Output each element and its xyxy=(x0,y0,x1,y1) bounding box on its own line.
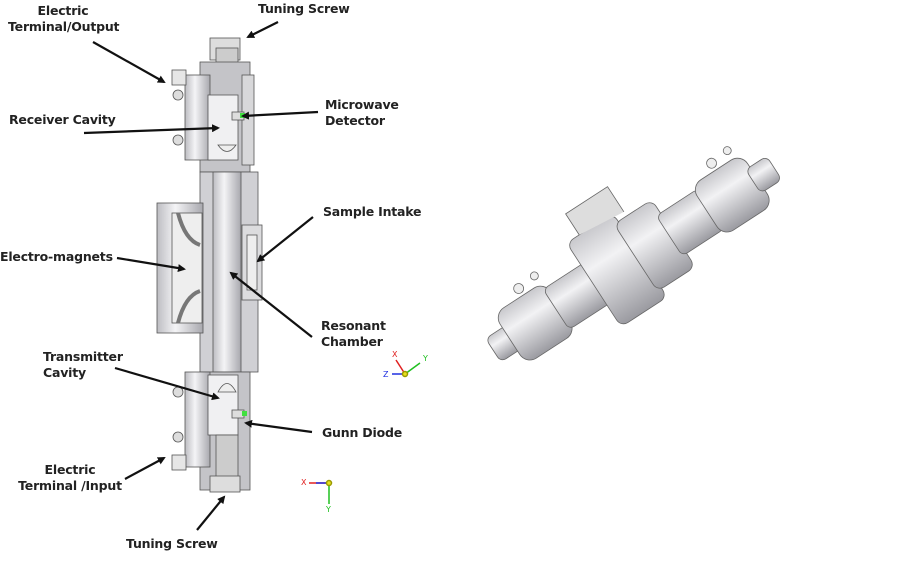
arrow-tuning-screw-top xyxy=(246,21,279,38)
arrow-resonant-chamber xyxy=(229,271,313,338)
axis-y-label: Y xyxy=(423,354,428,363)
axis-y-label-2: Y xyxy=(326,505,331,514)
arrow-microwave-detector xyxy=(241,110,319,120)
arrow-electro-magnets xyxy=(116,256,186,272)
axis-triad-front xyxy=(309,479,333,504)
label-line: Electric xyxy=(37,3,89,18)
cross-section-device xyxy=(156,37,263,493)
label-gunn-diode: Gunn Diode xyxy=(322,425,402,440)
label-resonant-chamber: Resonant Chamber xyxy=(321,318,386,350)
axis-x-label-2: X xyxy=(301,478,307,487)
axis-triad-isometric xyxy=(392,359,421,378)
axis-x-label: X xyxy=(392,350,398,359)
arrow-receiver-cavity xyxy=(83,124,220,135)
arrow-terminal-output xyxy=(92,41,166,83)
label-microwave-detector: Microwave Detector xyxy=(325,97,399,129)
label-line: Terminal/Output xyxy=(8,19,120,34)
arrow-transmitter-cavity xyxy=(114,366,220,401)
label-line: Terminal /Input xyxy=(18,478,122,493)
callout-arrows xyxy=(83,21,319,531)
arrow-gunn-diode xyxy=(244,419,313,434)
label-sample-intake: Sample Intake xyxy=(323,204,422,219)
label-line: Resonant xyxy=(321,318,386,333)
arrow-terminal-input xyxy=(124,457,166,480)
arrow-sample-intake xyxy=(256,216,314,263)
label-terminal-output: Electric Terminal/Output xyxy=(8,3,120,35)
label-electro-magnets: Electro-magnets xyxy=(0,249,113,264)
label-transmitter-cavity: Transmitter Cavity xyxy=(43,349,123,381)
label-tuning-screw-top: Tuning Screw xyxy=(258,1,350,16)
isometric-device-view xyxy=(487,146,780,361)
gunn-diode-marker xyxy=(242,411,247,416)
label-line: Electric xyxy=(44,462,96,477)
label-terminal-input: Electric Terminal /Input xyxy=(12,462,128,494)
label-tuning-screw-bottom: Tuning Screw xyxy=(126,536,218,551)
axis-z-label: Z xyxy=(383,370,389,379)
label-line: Microwave xyxy=(325,97,399,112)
label-receiver-cavity: Receiver Cavity xyxy=(9,112,116,127)
arrow-tuning-screw-bottom xyxy=(196,495,226,531)
label-line: Detector xyxy=(325,113,385,128)
label-line: Cavity xyxy=(43,365,86,380)
label-line: Chamber xyxy=(321,334,383,349)
label-line: Transmitter xyxy=(43,349,123,364)
